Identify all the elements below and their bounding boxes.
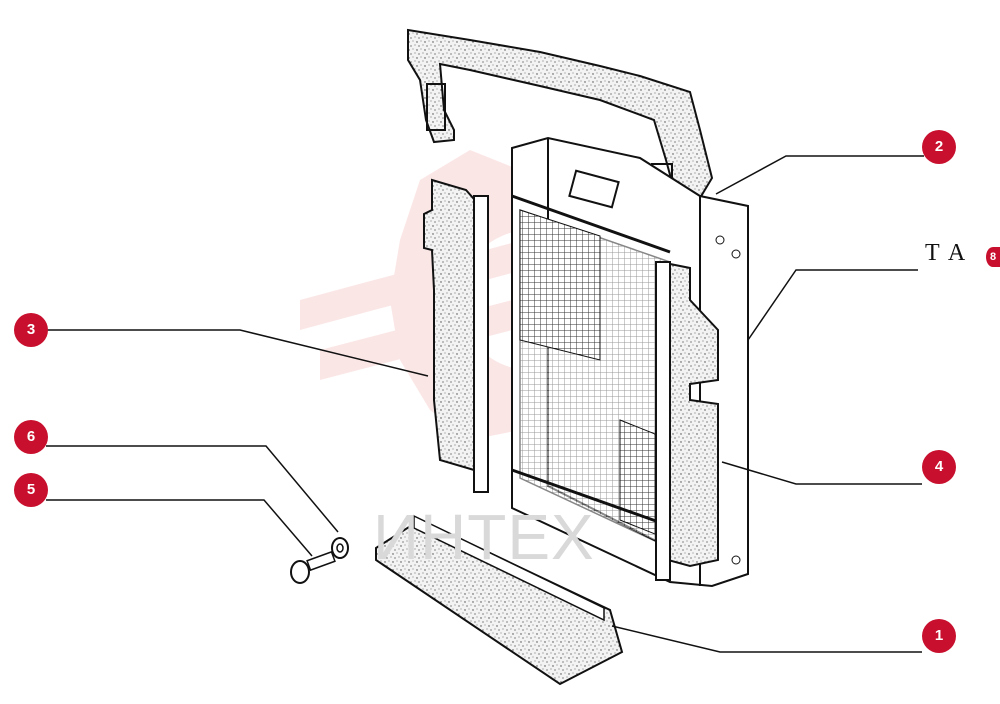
callout-6[interactable]: 6 bbox=[14, 420, 48, 454]
watermark-text: ИНТЕХ bbox=[373, 501, 595, 573]
left-seal-strip bbox=[423, 178, 489, 493]
callout-2[interactable]: 2 bbox=[922, 130, 956, 164]
callout-3[interactable]: 3 bbox=[14, 313, 48, 347]
leader-line-6 bbox=[46, 445, 339, 533]
washer bbox=[331, 537, 349, 559]
right-seal-strip bbox=[655, 260, 719, 581]
callout-4[interactable]: 4 bbox=[922, 450, 956, 484]
tag-label: T A bbox=[925, 240, 968, 266]
leader-line-5 bbox=[46, 499, 313, 557]
bolt bbox=[290, 550, 336, 584]
leader-line-1 bbox=[611, 625, 922, 653]
callout-5[interactable]: 5 bbox=[14, 473, 48, 507]
leader-line-tag bbox=[747, 269, 918, 341]
tag-badge[interactable]: 8 bbox=[986, 247, 1000, 267]
callout-1[interactable]: 1 bbox=[922, 619, 956, 653]
bottom-seal bbox=[375, 514, 624, 686]
leader-line-3 bbox=[46, 329, 429, 377]
leader-lines bbox=[46, 155, 924, 653]
leader-line-4 bbox=[721, 461, 922, 485]
leader-line-2 bbox=[715, 155, 924, 195]
